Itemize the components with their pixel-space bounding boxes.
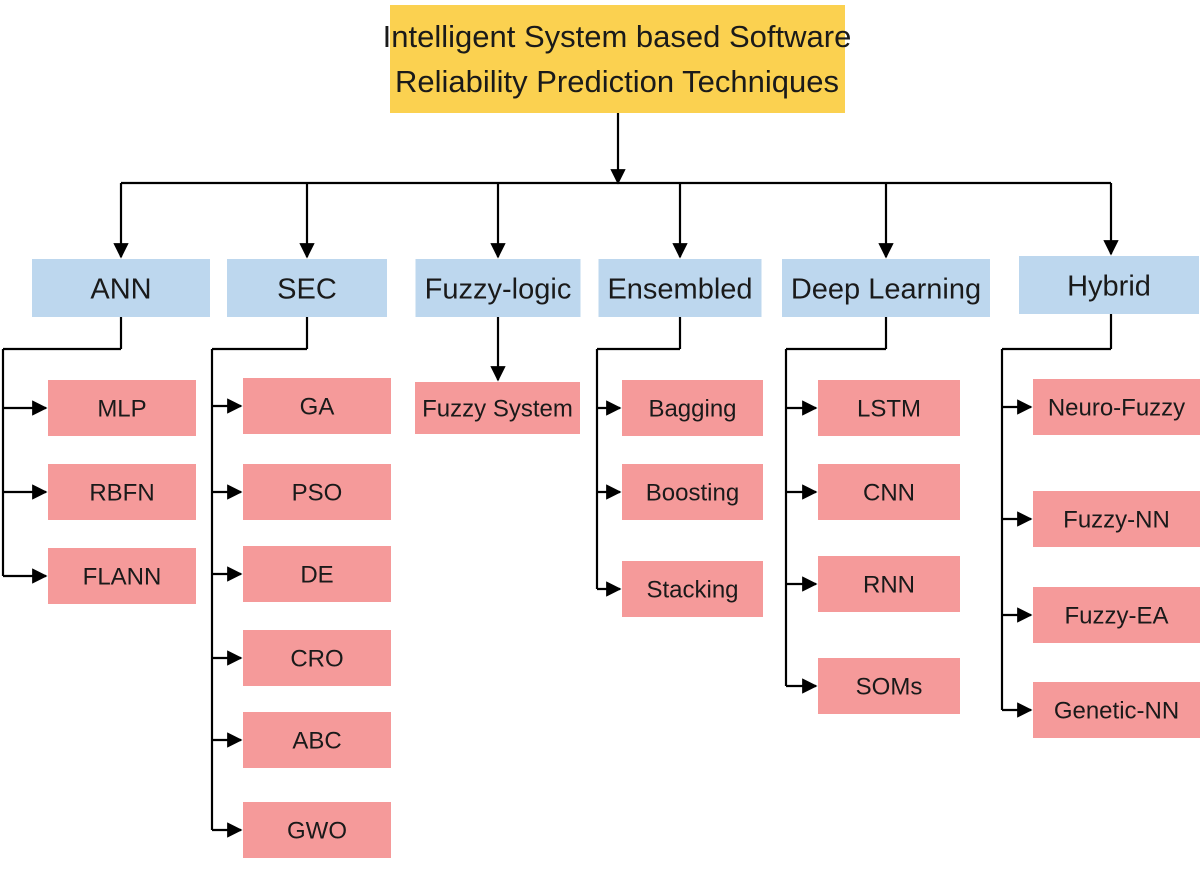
leaf-fuzzy-0-box — [415, 382, 580, 434]
leaf-deep-1-label: CNN — [863, 480, 915, 507]
leaf-hybrid-1-label: Fuzzy-NN — [1063, 507, 1170, 534]
leaf-deep-1-box — [818, 464, 960, 520]
leaf-deep-0-label: LSTM — [857, 396, 921, 423]
leaf-deep-2-label: RNN — [863, 572, 915, 599]
leaf-ann-1: RBFN — [48, 464, 196, 520]
category-hybrid: Hybrid — [1019, 256, 1199, 314]
leaf-sec-0: GA — [243, 378, 391, 434]
category-hybrid-box — [1019, 256, 1199, 314]
leaf-sec-1-label: PSO — [292, 480, 343, 507]
category-ensembled: Ensembled — [598, 259, 762, 317]
leaf-sec-4-box — [243, 712, 391, 768]
leaf-ann-1-box — [48, 464, 196, 520]
leaf-ensembled-2-label: Stacking — [646, 577, 738, 604]
leaf-ensembled-0-label: Bagging — [648, 396, 736, 423]
leaf-ann-2-label: FLANN — [83, 564, 162, 591]
leaf-ann-1-label: RBFN — [89, 480, 154, 507]
category-deep-box — [782, 259, 990, 317]
category-ensembled-label: Ensembled — [607, 273, 752, 305]
leaf-fuzzy-0-label: Fuzzy System — [422, 396, 573, 423]
category-ann-box — [32, 259, 210, 317]
category-ann-label: ANN — [90, 273, 151, 305]
leaf-deep-1: CNN — [818, 464, 960, 520]
leaf-sec-3: CRO — [243, 630, 391, 686]
leaf-hybrid-3-box — [1033, 682, 1200, 738]
leaf-sec-0-box — [243, 378, 391, 434]
leaf-ensembled-2: Stacking — [622, 561, 763, 617]
leaf-ensembled-1: Boosting — [622, 464, 763, 520]
leaf-deep-3-box — [818, 658, 960, 714]
category-hybrid-label: Hybrid — [1067, 270, 1151, 302]
category-sec-box — [227, 259, 387, 317]
category-sec: SEC — [227, 259, 387, 317]
leaf-deep-3-label: SOMs — [856, 674, 923, 701]
leaf-hybrid-0-box — [1033, 379, 1200, 435]
leaf-ensembled-0-box — [622, 380, 763, 436]
leaf-ensembled-1-box — [622, 464, 763, 520]
leaf-ann-0-box — [48, 380, 196, 436]
leaf-sec-5-label: GWO — [287, 818, 347, 845]
leaf-deep-0: LSTM — [818, 380, 960, 436]
category-fuzzy: Fuzzy-logic — [415, 259, 581, 317]
leaf-hybrid-1: Fuzzy-NN — [1033, 491, 1200, 547]
category-fuzzy-box — [415, 259, 581, 317]
connector-lines — [1, 113, 1119, 838]
leaf-sec-3-label: CRO — [290, 646, 343, 673]
leaf-deep-3: SOMs — [818, 658, 960, 714]
root-node: Intelligent System based Software Reliab… — [383, 5, 852, 113]
category-deep: Deep Learning — [782, 259, 990, 317]
leaf-sec-4-label: ABC — [292, 728, 341, 755]
leaf-sec-5: GWO — [243, 802, 391, 858]
leaf-ensembled-1-label: Boosting — [646, 480, 739, 507]
leaf-hybrid-2: Fuzzy-EA — [1033, 587, 1200, 643]
category-ensembled-box — [598, 259, 762, 317]
leaf-hybrid-1-box — [1033, 491, 1200, 547]
leaf-hybrid-0: Neuro-Fuzzy — [1033, 379, 1200, 435]
leaf-ensembled-2-box — [622, 561, 763, 617]
leaf-sec-2-box — [243, 546, 391, 602]
root-title-line-2: Reliability Prediction Techniques — [395, 64, 839, 99]
leaf-hybrid-3-label: Genetic-NN — [1054, 698, 1179, 725]
leaf-sec-3-box — [243, 630, 391, 686]
leaf-sec-4: ABC — [243, 712, 391, 768]
leaf-hybrid-2-box — [1033, 587, 1200, 643]
leaf-deep-0-box — [818, 380, 960, 436]
leaf-sec-0-label: GA — [300, 394, 335, 421]
category-deep-label: Deep Learning — [791, 273, 981, 305]
leaf-fuzzy-0: Fuzzy System — [415, 382, 580, 434]
category-sec-label: SEC — [277, 273, 337, 305]
leaf-hybrid-3: Genetic-NN — [1033, 682, 1200, 738]
leaf-sec-2: DE — [243, 546, 391, 602]
leaf-deep-2-box — [818, 556, 960, 612]
category-ann: ANN — [32, 259, 210, 317]
root-title-line-1: Intelligent System based Software — [383, 19, 852, 54]
leaf-ann-0: MLP — [48, 380, 196, 436]
leaf-ensembled-0: Bagging — [622, 380, 763, 436]
leaf-hybrid-2-label: Fuzzy-EA — [1064, 603, 1168, 630]
leaf-sec-1-box — [243, 464, 391, 520]
leaf-ann-2-box — [48, 548, 196, 604]
leaf-ann-0-label: MLP — [97, 396, 146, 423]
leaf-hybrid-0-label: Neuro-Fuzzy — [1048, 395, 1185, 422]
leaf-deep-2: RNN — [818, 556, 960, 612]
leaf-sec-5-box — [243, 802, 391, 858]
leaf-sec-1: PSO — [243, 464, 391, 520]
leaf-ann-2: FLANN — [48, 548, 196, 604]
leaf-sec-2-label: DE — [300, 562, 333, 589]
category-fuzzy-label: Fuzzy-logic — [425, 273, 572, 305]
